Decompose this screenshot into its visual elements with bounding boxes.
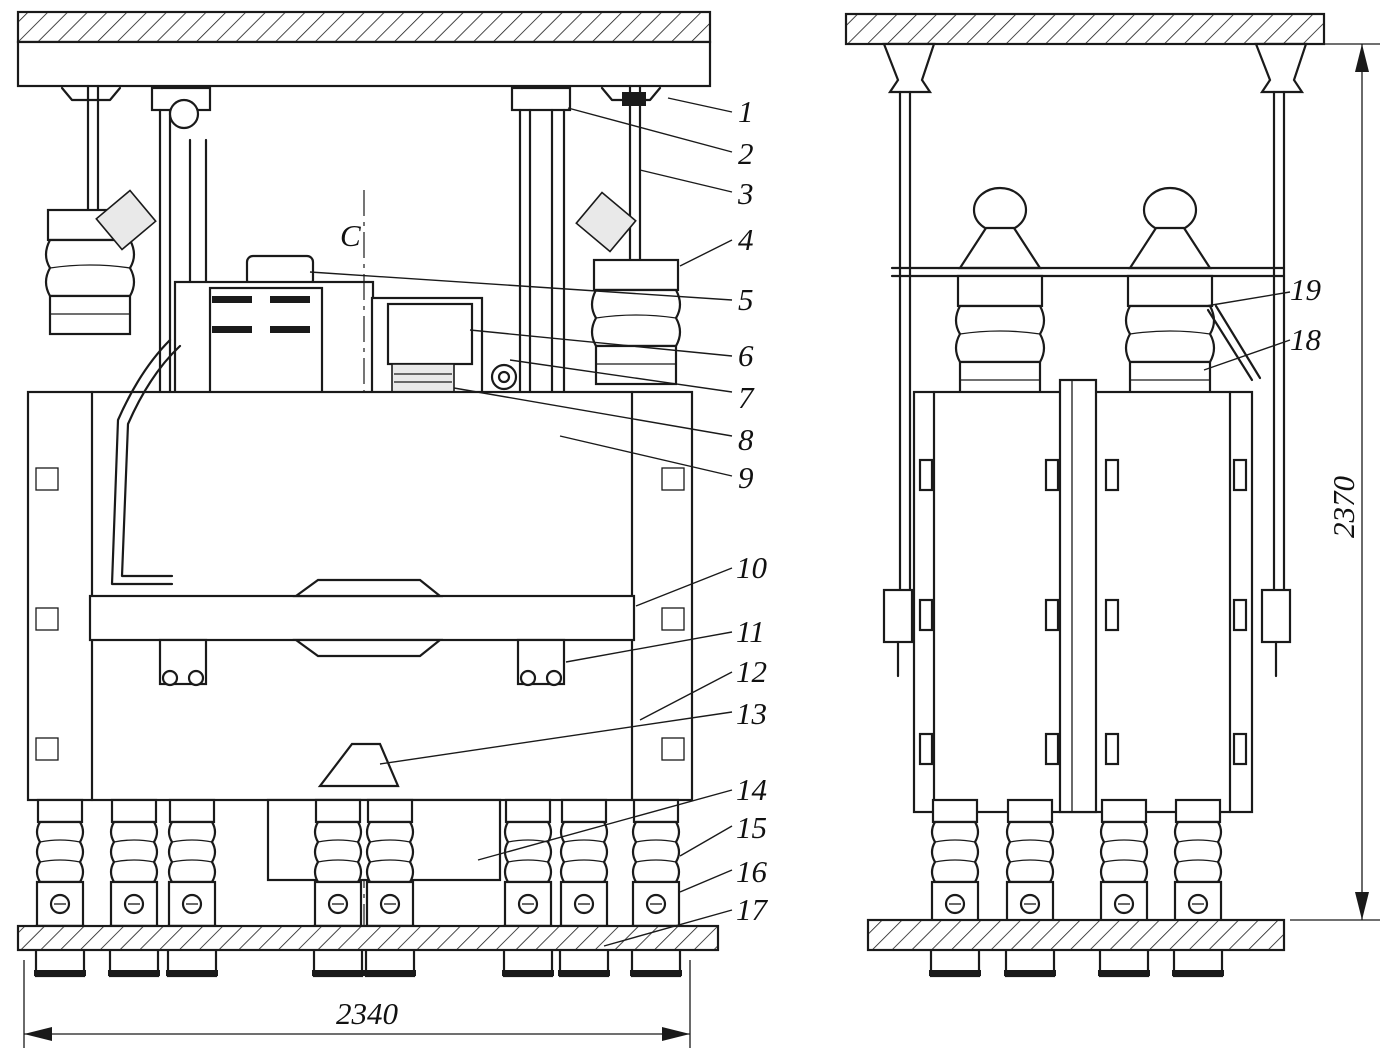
suspension-rods (60, 84, 662, 287)
side-tank (912, 378, 1254, 814)
label-5: 5 (738, 282, 754, 317)
top-rail (16, 10, 712, 44)
label-14: 14 (736, 772, 767, 807)
post-feet (158, 638, 566, 687)
label-18: 18 (1290, 322, 1322, 357)
callouts-front: 1 2 3 4 5 6 7 8 9 10 11 12 13 14 15 16 1… (309, 94, 769, 947)
top-beam (16, 40, 712, 88)
floor-left (16, 924, 720, 952)
bushing-clamp-right (575, 191, 637, 253)
height-dimension-value: 2370 (1326, 476, 1361, 539)
side-bushings (890, 186, 1286, 402)
upper-insulator-right (590, 258, 682, 386)
label-17: 17 (736, 892, 769, 927)
floor-right (866, 918, 1286, 952)
label-4: 4 (738, 222, 754, 257)
width-dimension: 2340 (23, 960, 691, 1048)
cross-beam (88, 578, 636, 658)
side-view: 2370 19 18 (844, 12, 1380, 978)
tank-body (26, 338, 694, 802)
label-2: 2 (738, 136, 754, 171)
guide-posts (150, 86, 572, 587)
label-1: 1 (738, 94, 754, 129)
label-11: 11 (736, 614, 765, 649)
label-16: 16 (736, 854, 768, 889)
label-12: 12 (736, 654, 767, 689)
rotation-symbol: C (340, 218, 361, 253)
label-8: 8 (738, 422, 754, 457)
front-view: C (16, 10, 720, 1048)
bushing-clamp-left (95, 189, 157, 251)
height-dimension: 2370 (1290, 43, 1380, 921)
top-rail-side (844, 12, 1326, 46)
drain-valve (317, 742, 400, 788)
label-15: 15 (736, 810, 767, 845)
side-suspension (882, 42, 1308, 678)
label-7: 7 (738, 380, 755, 415)
control-unit (173, 254, 518, 402)
label-10: 10 (736, 550, 768, 585)
label-19: 19 (1290, 272, 1321, 307)
label-13: 13 (736, 696, 767, 731)
label-9: 9 (738, 460, 754, 495)
width-dimension-value: 2340 (336, 996, 399, 1031)
label-6: 6 (738, 338, 754, 373)
label-3: 3 (737, 176, 754, 211)
